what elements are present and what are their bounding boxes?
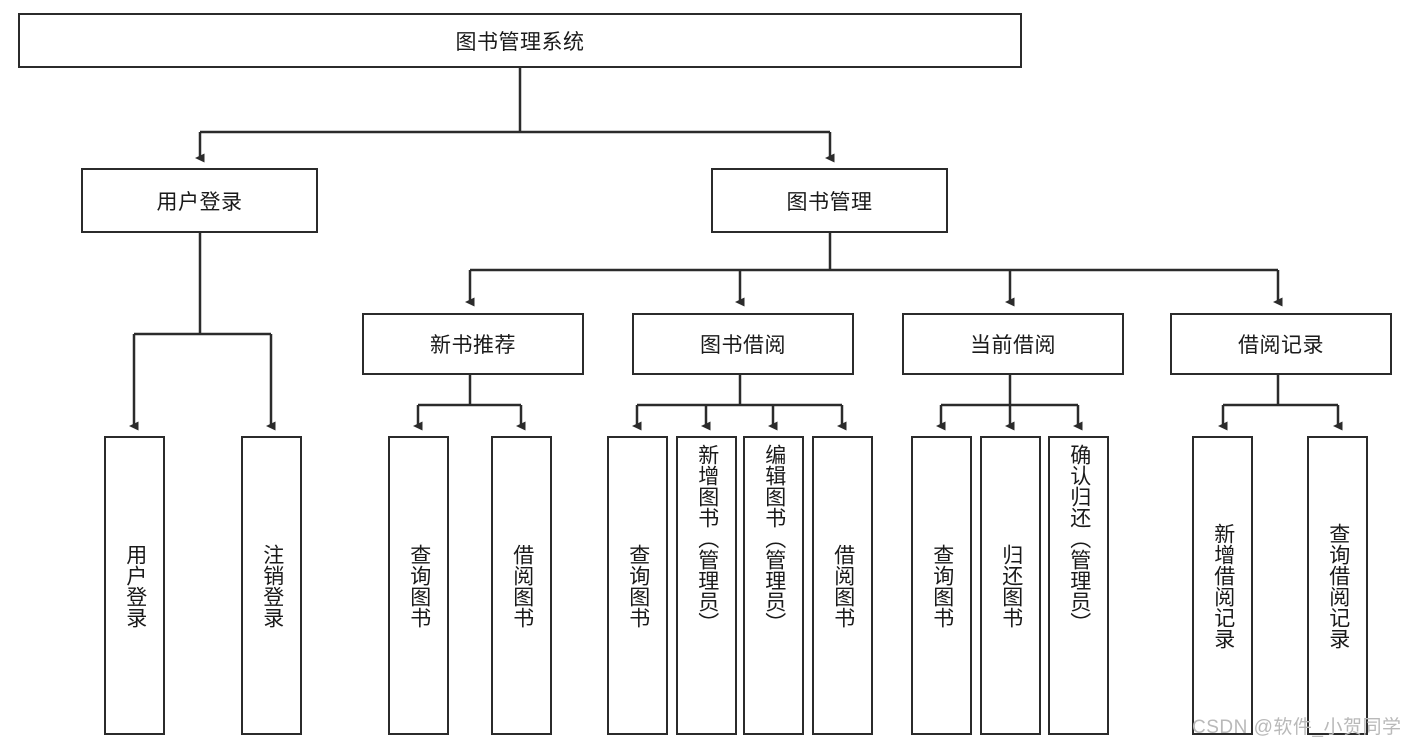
node-new-book-recommend-label: 新书推荐 xyxy=(430,334,516,357)
node-leaf-query-book-1[interactable]: 查询图书 xyxy=(388,436,449,735)
node-leaf-return-book-label: 归还图书 xyxy=(999,543,1023,628)
node-book-management-label: 图书管理 xyxy=(786,190,873,214)
node-new-book-recommend[interactable]: 新书推荐 xyxy=(362,313,584,375)
node-leaf-return-book[interactable]: 归还图书 xyxy=(980,436,1041,735)
node-leaf-borrow-book-2[interactable]: 借阅图书 xyxy=(812,436,873,735)
node-leaf-borrow-book-2-label: 借阅图书 xyxy=(831,543,855,628)
node-book-borrow[interactable]: 图书借阅 xyxy=(632,313,854,375)
node-leaf-query-book-2-label: 查询图书 xyxy=(626,543,650,628)
node-leaf-query-book-2[interactable]: 查询图书 xyxy=(607,436,668,735)
node-leaf-borrow-book-1-label: 借阅图书 xyxy=(510,543,534,628)
node-leaf-add-record-label: 新增借阅记录 xyxy=(1211,522,1235,649)
node-leaf-add-record[interactable]: 新增借阅记录 xyxy=(1192,436,1253,735)
node-borrow-record[interactable]: 借阅记录 xyxy=(1170,313,1392,375)
node-leaf-query-record-label: 查询借阅记录 xyxy=(1326,522,1350,649)
node-current-borrow-label: 当前借阅 xyxy=(970,334,1056,357)
node-leaf-user-login[interactable]: 用户登录 xyxy=(104,436,165,735)
node-book-borrow-label: 图书借阅 xyxy=(700,334,786,357)
node-leaf-add-book[interactable]: 新增图书（管理员） xyxy=(676,436,737,735)
node-leaf-logout-login[interactable]: 注销登录 xyxy=(241,436,302,735)
node-leaf-add-book-label: 新增图书（管理员） xyxy=(695,444,719,633)
node-leaf-confirm-return[interactable]: 确认归还（管理员） xyxy=(1048,436,1109,735)
node-current-borrow[interactable]: 当前借阅 xyxy=(902,313,1124,375)
node-leaf-query-book-3[interactable]: 查询图书 xyxy=(911,436,972,735)
node-borrow-record-label: 借阅记录 xyxy=(1238,334,1324,357)
node-leaf-query-book-3-label: 查询图书 xyxy=(930,543,954,628)
node-leaf-borrow-book-1[interactable]: 借阅图书 xyxy=(491,436,552,735)
node-leaf-query-record[interactable]: 查询借阅记录 xyxy=(1307,436,1368,735)
csdn-watermark: CSDN @软件_小贺同学 xyxy=(1192,717,1402,738)
node-user-login[interactable]: 用户登录 xyxy=(81,168,318,233)
node-leaf-edit-book-label: 编辑图书（管理员） xyxy=(762,444,786,633)
node-root-label: 图书管理系统 xyxy=(455,30,585,54)
node-book-management[interactable]: 图书管理 xyxy=(711,168,948,233)
node-leaf-confirm-return-label: 确认归还（管理员） xyxy=(1067,444,1091,633)
node-root[interactable]: 图书管理系统 xyxy=(18,13,1022,68)
node-leaf-user-login-label: 用户登录 xyxy=(123,543,147,628)
node-leaf-edit-book[interactable]: 编辑图书（管理员） xyxy=(743,436,804,735)
node-leaf-query-book-1-label: 查询图书 xyxy=(407,543,431,628)
node-user-login-label: 用户登录 xyxy=(156,190,243,214)
node-leaf-logout-login-label: 注销登录 xyxy=(260,543,284,628)
